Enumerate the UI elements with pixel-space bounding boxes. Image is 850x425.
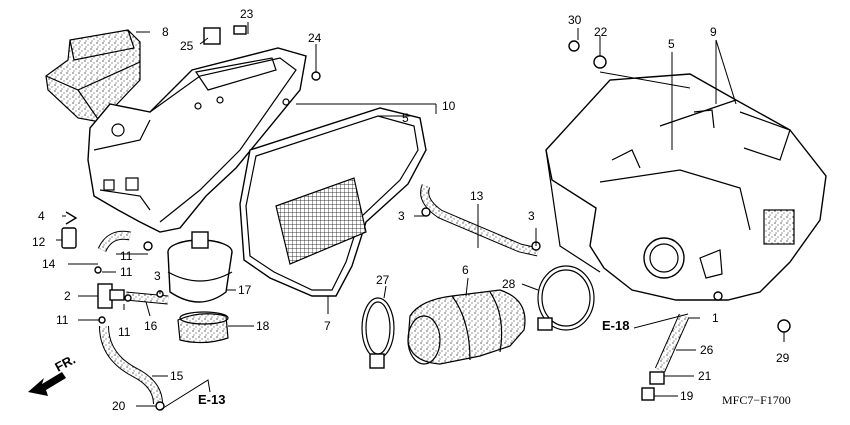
callout-3: 3 (528, 209, 535, 223)
intake-boot-part (407, 289, 526, 365)
hose-16-part (125, 291, 169, 305)
callout-21: 21 (698, 369, 712, 383)
leader-lines (56, 22, 785, 411)
breather-separator-part (167, 231, 233, 303)
callout-29: 29 (776, 351, 790, 365)
joint-2-part (97, 283, 125, 309)
callout-10: 10 (442, 99, 456, 113)
intake-duct-part (45, 29, 141, 123)
callout-24: 24 (308, 31, 322, 45)
callout-5: 5 (668, 37, 675, 51)
callout-17: 17 (238, 283, 252, 297)
callout-18: 18 (256, 319, 270, 333)
callout-7: 7 (324, 319, 331, 333)
callout-19: 19 (680, 389, 694, 403)
callout-2: 2 (64, 289, 71, 303)
front-arrow-icon (28, 372, 66, 396)
callout-25: 25 (180, 39, 194, 53)
callout-14: 14 (42, 257, 56, 271)
callout-labels: 1 2 3 3 3 4 5 5 6 7 8 9 10 11 11 11 11 1… (32, 7, 790, 413)
lower-housing-part (545, 73, 827, 301)
callout-5: 5 (402, 111, 409, 125)
drain-hose-15-part (99, 325, 163, 405)
callout-6: 6 (462, 263, 469, 277)
callout-11: 11 (56, 313, 69, 327)
callout-12: 12 (32, 235, 46, 249)
callout-4: 4 (38, 209, 45, 223)
filter-element-part (239, 107, 427, 297)
reference-labels: E-13 E-18 FR. MFC7−F1700 (52, 318, 790, 407)
separator-cap-part (177, 311, 229, 344)
clamp-band-28-part (537, 265, 595, 331)
callout-3: 3 (398, 209, 405, 223)
callout-28: 28 (502, 277, 516, 291)
drain-tube-26-part (641, 313, 690, 401)
callout-1: 1 (712, 311, 719, 325)
reference-e13: E-13 (198, 392, 225, 407)
hardware-parts (65, 25, 791, 411)
clamp-27-part (361, 297, 395, 369)
diagram-code: MFC7−F1700 (722, 393, 791, 407)
callout-16: 16 (144, 319, 158, 333)
callout-11: 11 (120, 265, 133, 279)
callout-13: 13 (470, 189, 484, 203)
callout-23: 23 (240, 7, 254, 21)
callout-20: 20 (112, 399, 126, 413)
breather-hose-13-part (420, 184, 539, 257)
reference-e18: E-18 (602, 318, 629, 333)
callout-8: 8 (162, 25, 169, 39)
callout-22: 22 (594, 25, 608, 39)
callout-11: 11 (120, 249, 133, 263)
callout-30: 30 (568, 13, 582, 27)
callout-15: 15 (170, 369, 184, 383)
callout-9: 9 (710, 25, 717, 39)
hose-14-part (97, 230, 131, 253)
callout-11: 11 (118, 325, 131, 339)
upper-cover-part (87, 47, 307, 233)
callout-3: 3 (154, 269, 161, 283)
callout-26: 26 (700, 343, 714, 357)
plug-12-part (61, 227, 77, 249)
front-label: FR. (52, 352, 78, 375)
callout-27: 27 (376, 273, 390, 287)
